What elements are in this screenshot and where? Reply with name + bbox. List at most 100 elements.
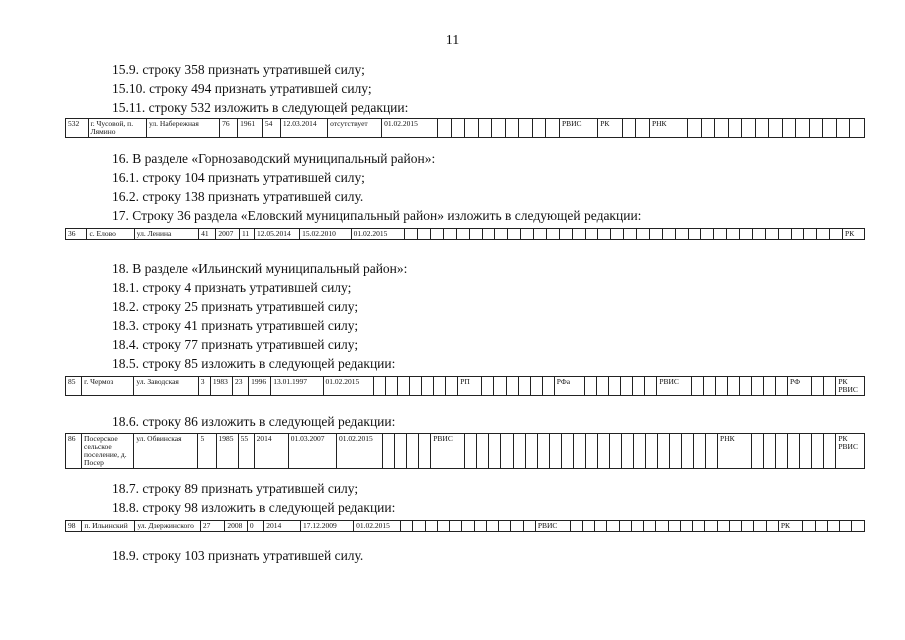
page-number: 11 [445, 33, 460, 48]
item-18: 18. В разделе «Ильинский муниципальный р… [112, 261, 408, 276]
cell-empty [704, 520, 718, 532]
cell-empty [751, 228, 766, 240]
cell-empty [774, 376, 789, 396]
cell-wear: 11 [238, 228, 255, 240]
cell-empty [450, 118, 466, 138]
cell-mark: РК [777, 520, 804, 532]
cell-empty [418, 433, 432, 469]
cell-empty [739, 228, 753, 240]
cell-empty [822, 118, 837, 138]
cell-empty [808, 118, 824, 138]
cell-empty [702, 376, 716, 396]
cell-empty [531, 118, 547, 138]
cell-empty [741, 118, 756, 138]
cell-empty [396, 376, 411, 396]
cell-empty [618, 520, 632, 532]
cell-empty [560, 433, 574, 469]
cell-empty [826, 520, 841, 532]
cell-year: 1985 [215, 433, 239, 469]
cell-house: 41 [198, 228, 217, 240]
item-18-3: 18.3. строку 41 признать утратившей силу… [112, 318, 359, 333]
cell-empty [754, 118, 770, 138]
cell-empty [636, 228, 650, 240]
cell-empty [477, 118, 493, 138]
cell-house: 76 [219, 118, 239, 138]
cell-empty [545, 118, 560, 138]
cell-empty [704, 433, 719, 469]
cell-empty [674, 228, 689, 240]
cell-empty [491, 118, 506, 138]
cell-mark: РНК [648, 118, 689, 138]
cell-empty [620, 433, 634, 469]
cell-empty [823, 376, 837, 396]
cell-empty [623, 228, 638, 240]
item-15-10: 15.10. строку 494 признать утратившей си… [112, 81, 372, 96]
item-15-11: 15.11. строку 532 изложить в следующей р… [112, 100, 409, 115]
cell-year2: 2014 [253, 433, 289, 469]
cell-empty [485, 520, 500, 532]
cell-empty [835, 118, 851, 138]
cell-empty [727, 118, 743, 138]
cell-empty [504, 118, 520, 138]
item-18-6: 18.6. строку 86 изложить в следующей ред… [112, 414, 396, 429]
cell-empty [777, 228, 792, 240]
cell-empty [655, 520, 669, 532]
cell-num: 36 [64, 228, 88, 240]
cell-empty [811, 433, 825, 469]
cell-empty [421, 376, 435, 396]
item-16-2: 16.2. строку 138 признать утратившей сил… [112, 189, 364, 204]
cell-empty [762, 376, 776, 396]
cell-street: ул. Заводская [133, 376, 199, 396]
cell-date3: 01.02.2015 [381, 118, 439, 138]
item-18-9: 18.9. строку 103 признать утратившей сил… [112, 548, 364, 563]
cell-empty [572, 433, 586, 469]
cell-empty [823, 433, 837, 469]
cell-year: 1983 [209, 376, 233, 396]
cell-empty [433, 376, 447, 396]
cell-empty [597, 228, 612, 240]
cell-settlement: с. Елово [86, 228, 135, 240]
cell-empty [596, 433, 610, 469]
cell-empty [726, 228, 741, 240]
cell-date2: 01.03.2007 [287, 433, 337, 469]
cell-empty [667, 520, 681, 532]
cell-date3: 01.02.2015 [353, 520, 402, 532]
cell-empty [690, 376, 704, 396]
cell-empty [621, 118, 637, 138]
cell-empty [781, 118, 797, 138]
cell-empty [839, 520, 853, 532]
cell-empty [728, 520, 743, 532]
mark-top: РК [838, 377, 848, 386]
cell-num: 532 [65, 118, 89, 138]
cell-date3: 01.02.2015 [350, 228, 406, 240]
cell-empty [481, 228, 496, 240]
item-18-2: 18.2. строку 25 признать утратившей силу… [112, 299, 359, 314]
cell-date1: 12.03.2014 [279, 118, 329, 138]
cell-num: 86 [64, 433, 83, 469]
cell-empty [596, 376, 610, 396]
cell-empty [643, 520, 657, 532]
cell-mark: РФ [787, 376, 813, 396]
cell-year: 2008 [224, 520, 248, 532]
cell-empty [424, 520, 438, 532]
cell-mark: РП [457, 376, 483, 396]
cell-empty [679, 520, 694, 532]
cell-empty [610, 228, 625, 240]
cell-empty [498, 520, 512, 532]
cell-num: 85 [64, 376, 83, 396]
item-18-7: 18.7. строку 89 признать утратившей силу… [112, 481, 359, 496]
cell-empty [468, 228, 483, 240]
cell-empty [668, 433, 682, 469]
cell-empty [849, 118, 865, 138]
cell-empty [488, 433, 502, 469]
cell-empty [765, 520, 779, 532]
table-row-98: 98 п. Ильинский ул. Дзержинского 27 2008… [64, 520, 865, 532]
cell-empty [713, 228, 728, 240]
cell-year2: 1996 [248, 376, 272, 396]
cell-empty [632, 376, 646, 396]
cell-empty [464, 118, 479, 138]
cell-empty [687, 118, 702, 138]
cell-street: ул. Ленина [133, 228, 200, 240]
cell-empty [829, 228, 844, 240]
